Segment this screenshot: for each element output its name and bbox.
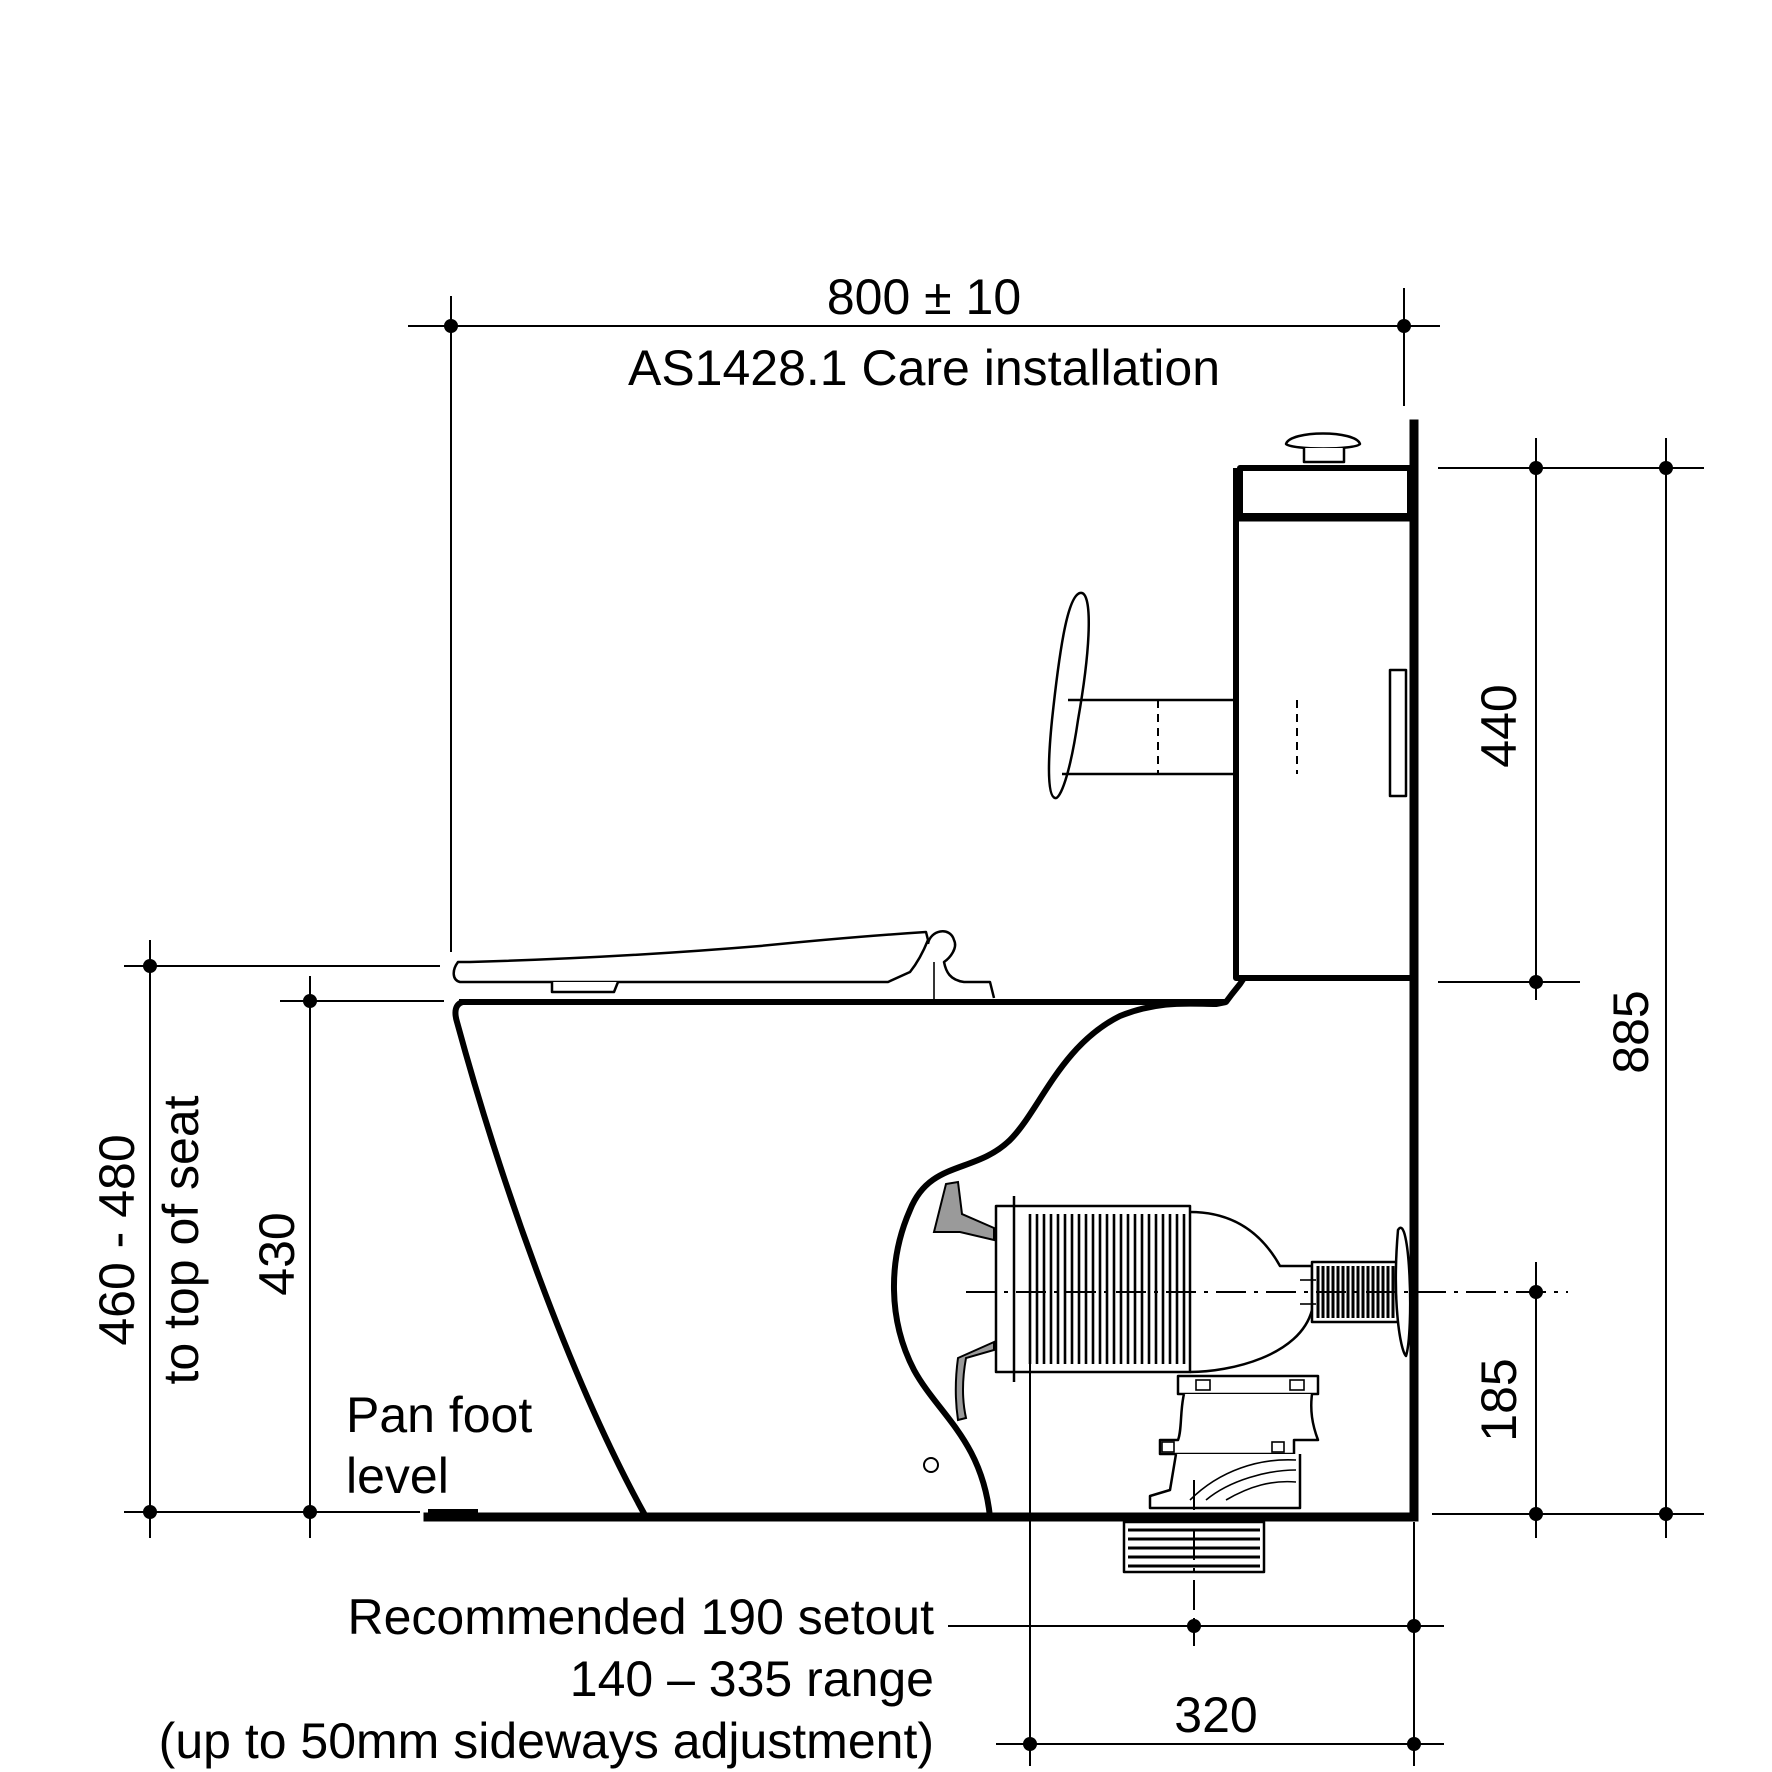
label-seat-height-note: to top of seat — [153, 1095, 209, 1384]
wall-and-floor — [423, 419, 1419, 1522]
label-seat-height: 460 - 480 — [89, 1134, 145, 1345]
label-overall-width: 800 ± 10 — [827, 269, 1021, 325]
dim-right-heights — [1432, 438, 1704, 1538]
label-overall-height: 885 — [1603, 990, 1659, 1073]
label-installation: AS1428.1 Care installation — [628, 340, 1220, 396]
dim-left-heights — [124, 940, 444, 1538]
seat-lid — [452, 930, 930, 984]
rail-handle — [1047, 591, 1090, 800]
dim-overall-width — [408, 288, 1440, 952]
toilet-seat — [452, 930, 996, 1000]
label-pan-height: 430 — [249, 1212, 305, 1295]
label-pan-foot-2: level — [346, 1448, 449, 1504]
label-setout-2: 140 – 335 range — [570, 1651, 934, 1707]
label-setout-max: 320 — [1174, 1687, 1257, 1743]
label-setout-1: Recommended 190 setout — [348, 1589, 935, 1645]
label-cistern-height: 440 — [1471, 684, 1527, 767]
grab-rail-icon — [1047, 591, 1408, 800]
label-outlet-height: 185 — [1471, 1358, 1527, 1441]
pan-front-profile — [452, 999, 649, 1519]
rail-flange — [1388, 668, 1408, 798]
label-setout-3: (up to 50mm sideways adjustment) — [159, 1713, 934, 1769]
pan-connector-icon — [994, 1196, 1412, 1574]
toilet-pan — [452, 976, 1247, 1519]
label-pan-foot-1: Pan foot — [346, 1387, 532, 1443]
dim-setout — [948, 1360, 1444, 1766]
pan-rear-profile — [459, 976, 1247, 1518]
cistern-body — [1233, 474, 1410, 981]
cistern — [1233, 465, 1413, 981]
cistern-lid — [1237, 465, 1413, 519]
flush-button-icon — [1284, 432, 1362, 467]
